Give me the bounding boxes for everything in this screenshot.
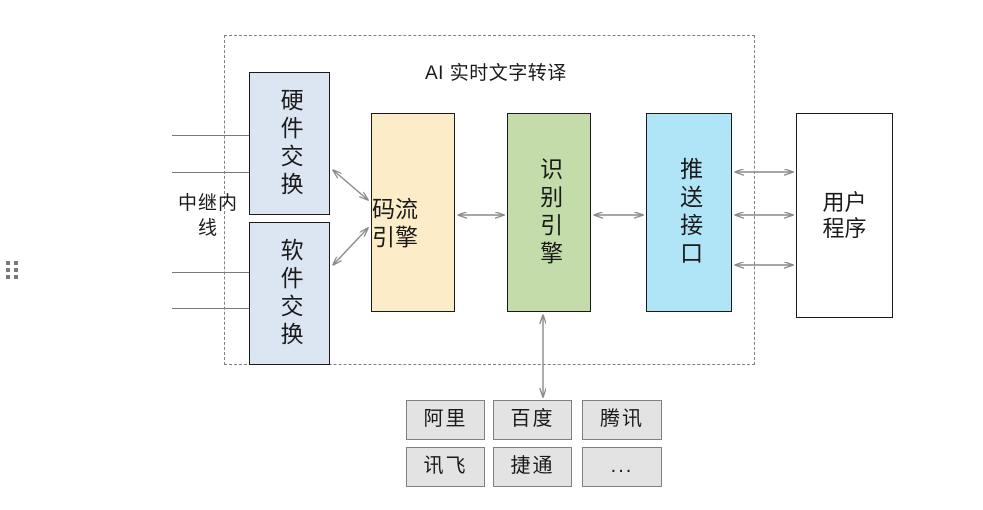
vendor-box-baidu[interactable]: 百度: [493, 400, 572, 440]
node-stream-engine[interactable]: 码流 引擎: [371, 113, 455, 312]
vendor-label: 百度: [510, 408, 555, 431]
node-recognition-engine[interactable]: 识别引擎: [507, 113, 591, 312]
trunk-line-2: [172, 172, 254, 173]
handle-dot: [6, 261, 10, 265]
handle-dot: [6, 268, 10, 272]
node-software-switch-label: 软件交换: [277, 237, 304, 350]
vendor-label: 捷通: [510, 455, 555, 478]
group-title: AI 实时文字转译: [425, 63, 567, 84]
node-push-interface[interactable]: 推送接口: [646, 113, 732, 312]
vendor-box-tencent[interactable]: 腾讯: [582, 400, 662, 440]
node-stream-engine-label-line1: 码流: [372, 196, 418, 223]
trunk-line-1: [172, 135, 254, 136]
node-user-program[interactable]: 用户 程序: [796, 113, 893, 318]
trunk-line-3: [172, 272, 254, 273]
handle-dot: [14, 261, 18, 265]
handle-dot: [6, 275, 10, 279]
vendor-label: ...: [610, 455, 634, 478]
handle-dot: [14, 268, 18, 272]
trunk-line-4: [172, 308, 254, 309]
node-stream-engine-label-line2: 引擎: [372, 223, 418, 250]
ai-transcription-group: [224, 35, 755, 365]
node-push-interface-label: 推送接口: [676, 156, 703, 269]
trunk-label: 中继内线: [172, 192, 244, 241]
vendor-box-more[interactable]: ...: [582, 447, 662, 487]
node-user-program-label-line1: 用户: [822, 189, 867, 215]
drag-handle-icon[interactable]: [6, 261, 18, 279]
trunk-label-text: 中继内线: [177, 193, 238, 239]
node-hardware-switch[interactable]: 硬件交换: [249, 72, 330, 215]
vendor-label: 腾讯: [600, 408, 644, 431]
handle-dot: [14, 275, 18, 279]
vendor-box-xunfei[interactable]: 讯飞: [406, 447, 485, 487]
node-user-program-label-line2: 程序: [822, 215, 867, 241]
node-hardware-switch-label: 硬件交换: [277, 87, 304, 200]
vendor-box-jietong[interactable]: 捷通: [493, 447, 572, 487]
node-recognition-engine-label: 识别引擎: [536, 156, 563, 269]
vendor-box-ali[interactable]: 阿里: [406, 400, 485, 440]
node-software-switch[interactable]: 软件交换: [249, 222, 330, 365]
vendor-label: 阿里: [423, 408, 468, 431]
vendor-label: 讯飞: [423, 455, 468, 478]
